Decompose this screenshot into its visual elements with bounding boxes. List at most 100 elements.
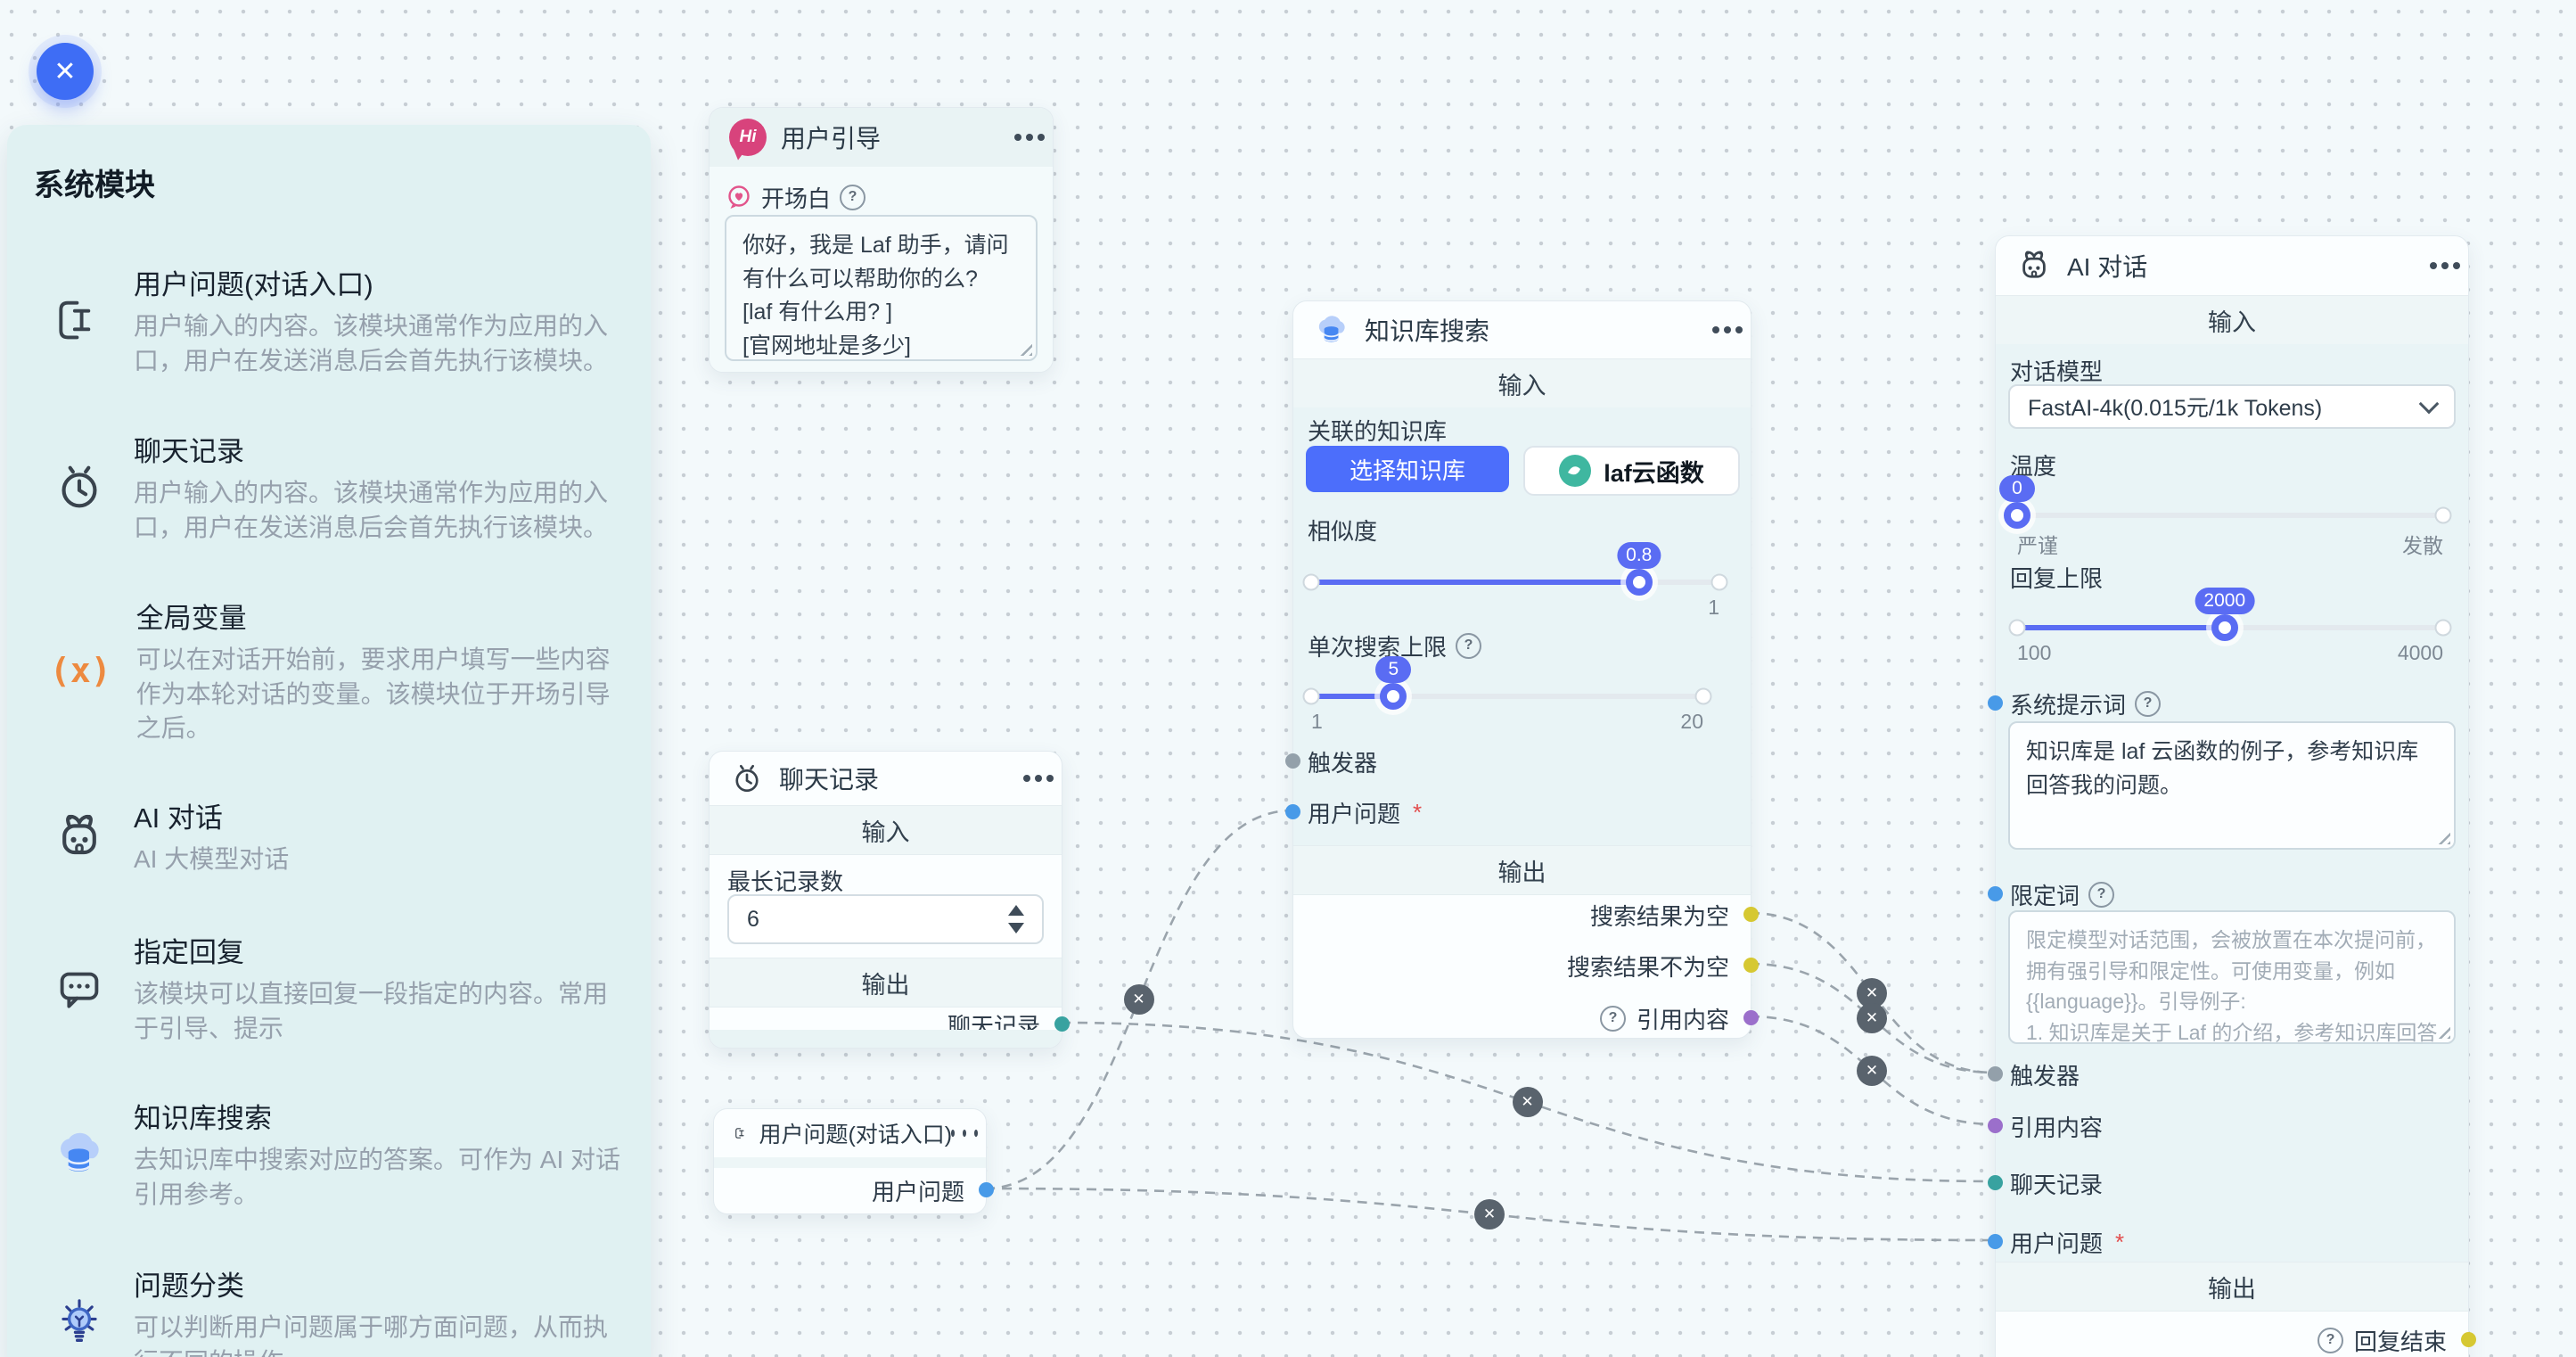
- stepper-up-icon[interactable]: [1008, 905, 1024, 916]
- slider-value-badge: 5: [1375, 656, 1412, 683]
- node-title: 用户问题(对话入口): [759, 1123, 953, 1147]
- sidebar-item-desc: AI 大模型对话: [134, 845, 290, 873]
- kb-chip-laf[interactable]: laf云函数: [1523, 446, 1740, 496]
- input-user-question: 用户问题: [2010, 1228, 2124, 1257]
- sidebar-title: 系统模块: [34, 169, 155, 202]
- sidebar-item-assigned-reply[interactable]: 指定回复 该模块可以直接回复一段指定的内容。常用于引导、提示: [50, 930, 628, 1046]
- sidebar-item-global-variable[interactable]: (x) 全局变量 可以在对话开始前，要求用户填写一些内容作为本轮对话的变量。该模…: [50, 596, 628, 746]
- node-chat-history[interactable]: 聊天记录 输入 最长记录数 6 输出 聊天记录: [709, 751, 1070, 1049]
- edge-delete-button[interactable]: ✕: [1512, 1087, 1543, 1117]
- system-prompt-label: 系统提示词 ?: [2010, 689, 2162, 719]
- slider-max-label: 20: [1680, 710, 1703, 733]
- sidebar-item-label: 全局变量: [135, 603, 247, 634]
- slider-handle[interactable]: [1625, 569, 1653, 596]
- slider-track[interactable]: [1302, 683, 1712, 710]
- number-stepper[interactable]: [1008, 905, 1024, 933]
- more-menu-icon[interactable]: [1724, 326, 1731, 333]
- node-user-question[interactable]: 用户问题(对话入口) 用户问题: [713, 1108, 994, 1214]
- port-chat-history-output[interactable]: [1054, 1016, 1070, 1032]
- port-ai-trigger-input[interactable]: [1988, 1066, 2003, 1081]
- port-limit-words-input[interactable]: [1988, 886, 2003, 901]
- slider-track[interactable]: [2008, 614, 2452, 641]
- slider-handle[interactable]: [2004, 502, 2030, 529]
- sidebar-item-user-question[interactable]: 用户问题(对话入口) 用户输入的内容。该模块通常作为应用的入口，用户在发送消息后…: [50, 262, 628, 378]
- input-trigger: 触发器: [1308, 749, 1378, 777]
- port-ai-question-input[interactable]: [1988, 1234, 2003, 1249]
- more-menu-icon[interactable]: [1035, 775, 1042, 782]
- node-header[interactable]: AI 对话: [1996, 236, 2468, 296]
- output-user-question: 用户问题: [871, 1178, 964, 1205]
- help-icon[interactable]: ?: [2088, 881, 2115, 908]
- sidebar-item-desc: 去知识库中搜索对应的答案。可作为 AI 对话引用参考。: [134, 1146, 621, 1208]
- node-user-guide[interactable]: Hi 用户引导 开场白 ? 你好，我是 Laf 助手，请问有什么可以帮助你的么?…: [709, 107, 1054, 373]
- edge-delete-button[interactable]: ✕: [1857, 1055, 1887, 1086]
- heart-bubble-icon: [728, 185, 750, 209]
- sidebar-item-label: 知识库搜索: [134, 1103, 272, 1134]
- node-header[interactable]: 知识库搜索: [1293, 301, 1751, 359]
- port-search-empty-output[interactable]: [1743, 907, 1759, 922]
- close-button[interactable]: ✕: [37, 43, 94, 100]
- node-header[interactable]: 聊天记录: [710, 752, 1062, 806]
- select-kb-button[interactable]: 选择知识库: [1306, 446, 1509, 492]
- text-cursor-icon: [735, 1128, 744, 1139]
- help-icon[interactable]: ?: [2317, 1327, 2343, 1353]
- more-menu-icon[interactable]: [2441, 262, 2449, 269]
- port-kb-question-input[interactable]: [1285, 804, 1300, 819]
- node-header[interactable]: 用户问题(对话入口): [714, 1109, 986, 1158]
- sidebar-item-label: 问题分类: [134, 1271, 244, 1302]
- output-section-header: 输出: [1996, 1262, 2468, 1312]
- sidebar-item-question-classify[interactable]: 问题分类 可以判断用户问题属于哪方面问题，从而执行不同的操作。: [50, 1263, 628, 1357]
- more-menu-icon[interactable]: [963, 1130, 966, 1137]
- port-user-question-output[interactable]: [979, 1182, 994, 1197]
- port-search-not-empty-output[interactable]: [1743, 958, 1759, 973]
- temperature-slider[interactable]: 0 严谨 发散: [1999, 475, 2452, 557]
- reply-limit-slider[interactable]: 2000 100 4000: [2008, 588, 2452, 664]
- edge-delete-button[interactable]: ✕: [1474, 1199, 1505, 1230]
- more-menu-icon[interactable]: [1026, 134, 1033, 141]
- input-quote: 引用内容: [2010, 1114, 2104, 1141]
- welcome-textarea[interactable]: 你好，我是 Laf 助手，请问有什么可以帮助你的么? [laf 有什么用? ] …: [725, 215, 1038, 361]
- output-quote: ? 引用内容: [1599, 1004, 1729, 1033]
- port-reply-done-output[interactable]: [2461, 1332, 2476, 1347]
- edge-delete-button[interactable]: ✕: [1857, 1003, 1887, 1033]
- slider-track[interactable]: [1302, 569, 1728, 596]
- system-prompt-textarea[interactable]: 知识库是 laf 云函数的例子，参考知识库回答我的问题。: [2008, 721, 2456, 850]
- sidebar-item-desc: 用户输入的内容。该模块通常作为应用的入口，用户在发送消息后会首先执行该模块。: [134, 312, 609, 374]
- help-icon[interactable]: ?: [2135, 690, 2162, 717]
- node-header[interactable]: Hi 用户引导: [710, 108, 1053, 168]
- max-records-input[interactable]: 6: [727, 894, 1044, 944]
- search-limit-slider[interactable]: 5 1 20: [1302, 656, 1712, 733]
- output-search-not-empty: 搜索结果不为空: [1566, 953, 1729, 981]
- edge-delete-button[interactable]: ✕: [1123, 984, 1154, 1015]
- limit-words-textarea[interactable]: 限定模型对话范围，会被放置在本次提问前，拥有强引导和限定性。可使用变量，例如 {…: [2008, 910, 2456, 1044]
- model-select[interactable]: FastAI-4k(0.015元/1k Tokens): [2008, 384, 2456, 429]
- node-kb-search[interactable]: 知识库搜索 输入 关联的知识库 选择知识库 laf云函数 相似度 0.8 1 单…: [1285, 300, 1759, 1039]
- slider-min-label: 1: [1311, 710, 1323, 733]
- node-ai-chat[interactable]: AI 对话 输入 对话模型 FastAI-4k(0.015元/1k Tokens…: [1988, 235, 2476, 1357]
- slider-handle[interactable]: [1380, 683, 1407, 710]
- slider-value-badge: 0: [1999, 475, 2035, 502]
- port-system-prompt-input[interactable]: [1988, 695, 2003, 711]
- help-icon[interactable]: ?: [840, 184, 866, 210]
- similarity-slider[interactable]: 0.8 1: [1302, 542, 1728, 619]
- reply-bubble-icon: [50, 960, 109, 1016]
- help-icon[interactable]: ?: [1456, 632, 1482, 659]
- max-records-label: 最长记录数: [727, 868, 844, 895]
- slider-handle[interactable]: [2211, 614, 2238, 641]
- sidebar-item-chat-history[interactable]: 聊天记录 用户输入的内容。该模块通常作为应用的入口，用户在发送消息后会首先执行该…: [50, 429, 628, 545]
- input-trigger: 触发器: [2010, 1062, 2080, 1090]
- input-section-header: 输入: [1293, 358, 1751, 408]
- port-ai-history-input[interactable]: [1988, 1175, 2003, 1190]
- input-history: 聊天记录: [2010, 1171, 2104, 1198]
- port-quote-output[interactable]: [1743, 1010, 1759, 1025]
- port-ai-quote-input[interactable]: [1988, 1118, 2003, 1133]
- reply-limit-label: 回复上限: [2010, 564, 2104, 592]
- help-icon[interactable]: ?: [1599, 1005, 1626, 1032]
- sidebar-item-kb-search[interactable]: 知识库搜索 去知识库中搜索对应的答案。可作为 AI 对话引用参考。: [50, 1096, 628, 1212]
- port-kb-trigger-input[interactable]: [1285, 753, 1300, 769]
- sidebar-item-ai-chat[interactable]: AI 对话 AI 大模型对话: [50, 795, 628, 877]
- sidebar-item-label: 指定回复: [134, 937, 244, 968]
- stepper-down-icon[interactable]: [1008, 923, 1024, 933]
- slider-track[interactable]: [2004, 502, 2452, 529]
